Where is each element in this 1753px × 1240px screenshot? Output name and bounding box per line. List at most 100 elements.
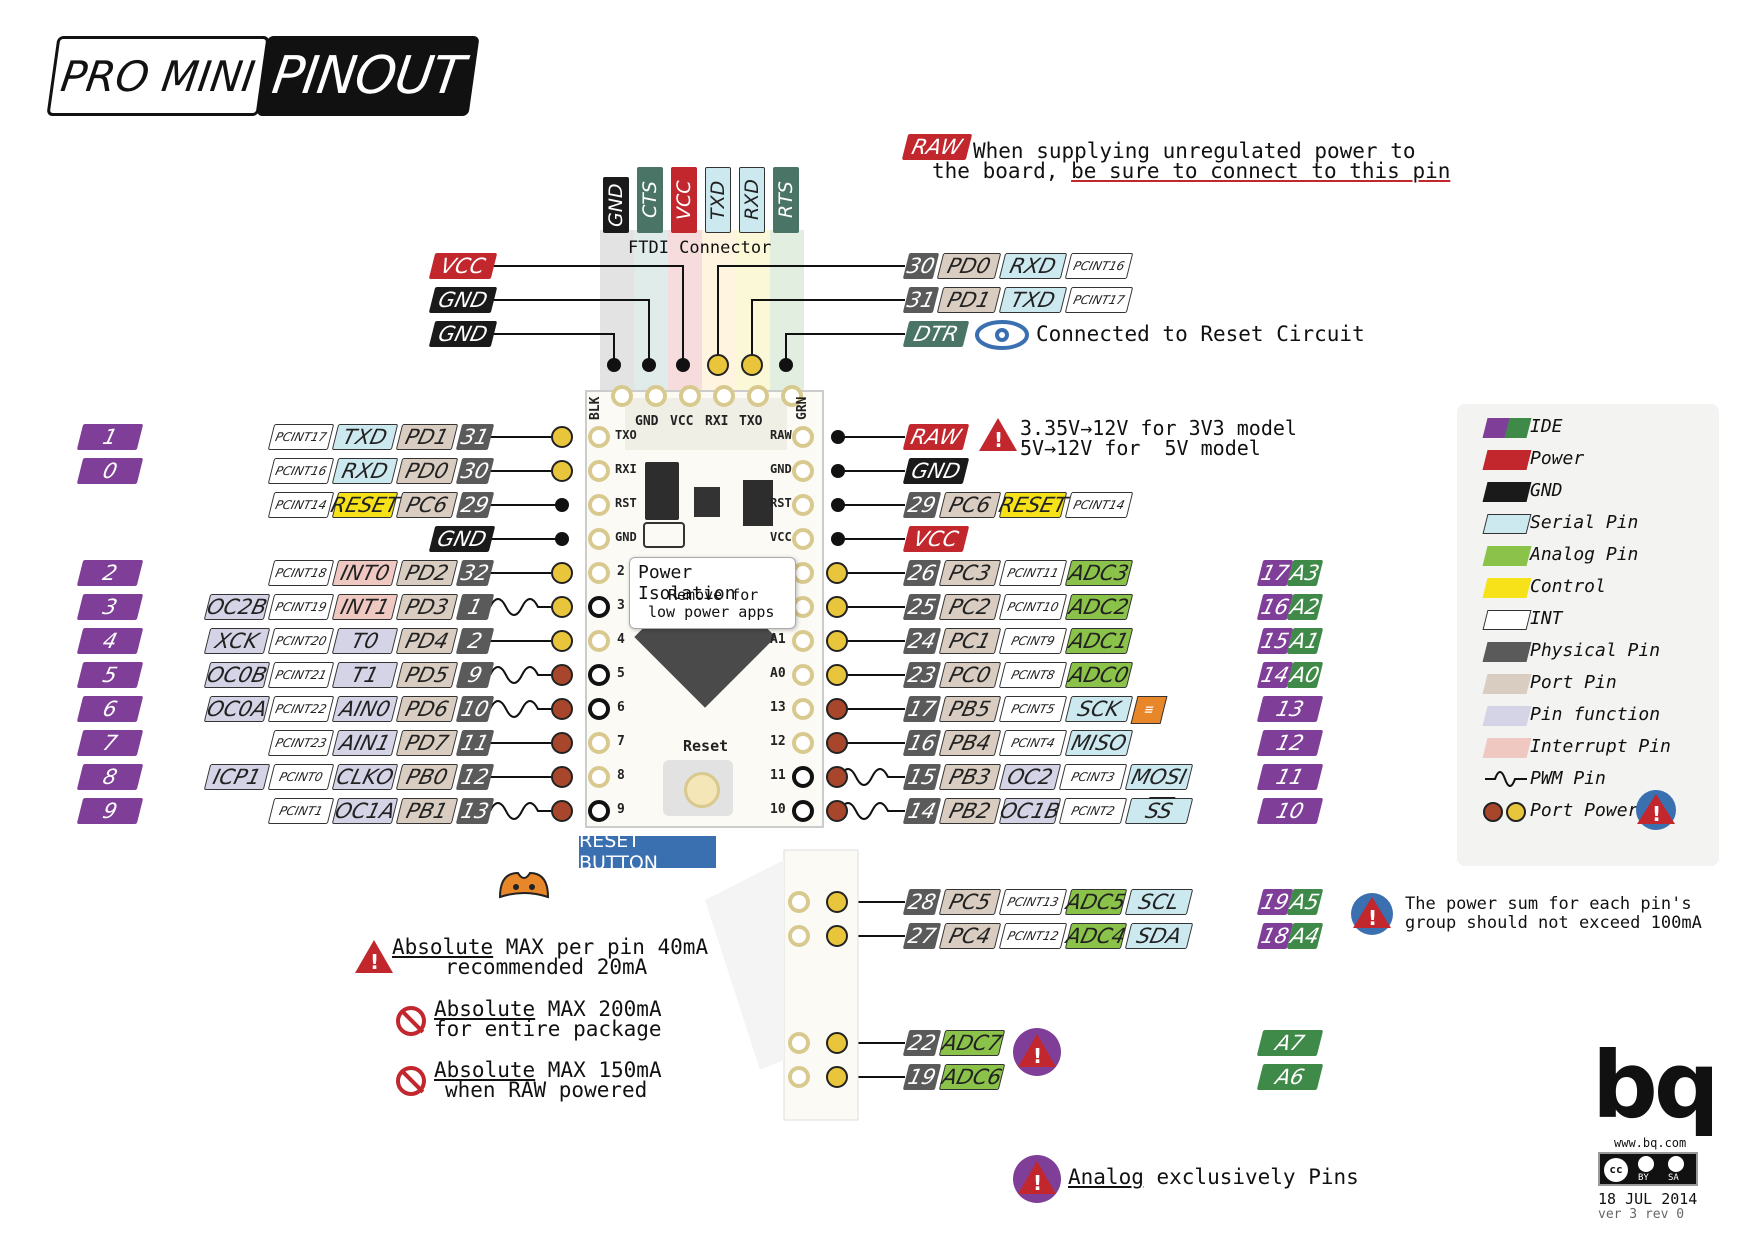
pin-left-2	[588, 562, 610, 584]
power-sum-warning-icon	[1353, 897, 1391, 928]
left-r2-port: PD0	[395, 458, 459, 484]
power-sum-warning-mark: !	[1368, 906, 1378, 930]
board-right-label-gnd: GND	[770, 462, 792, 476]
board-left-label-gnd: GND	[615, 530, 637, 544]
power-isolation-title: Power Isolation	[638, 562, 736, 604]
left-r9-port: PD6	[395, 696, 459, 722]
ftdi-pin-gnd: GND	[603, 177, 629, 233]
lower-r3-phy: 22	[902, 1030, 942, 1056]
right-r3-port: PC6	[938, 492, 1002, 518]
left-r6-interrupt: INT1	[331, 594, 399, 620]
left-r9-fn2: AIN0	[331, 696, 399, 722]
board-left-label-3: 3	[617, 598, 625, 613]
pin-lower-a5	[788, 891, 810, 913]
board-left-label-6: 6	[617, 700, 625, 715]
right-r7-port: PC1	[938, 628, 1002, 654]
left-r10-dot	[551, 732, 573, 754]
pin-left-9	[588, 800, 610, 822]
board-top-label-blk: BLK	[588, 396, 603, 420]
lower-r4-analog: ADC6	[938, 1064, 1006, 1090]
lower-r4-ide: A6	[1256, 1064, 1324, 1090]
raw-warning-mark: !	[994, 428, 1004, 452]
left-r10-fn: AIN1	[331, 730, 399, 756]
top-right-r1-serial: RXD	[998, 253, 1068, 279]
left-r11-phy: 12	[455, 764, 495, 790]
by-icon	[1638, 1156, 1654, 1172]
reset-label: Reset	[683, 737, 729, 755]
legend-panel	[1457, 404, 1719, 866]
left-r8-fn: OC0B	[203, 662, 271, 688]
board-right-label-11: 11	[770, 768, 786, 783]
top-gnd-tag-1: GND	[428, 287, 498, 313]
left-r1-dot	[551, 426, 573, 448]
legend-swatch-gnd	[1482, 482, 1532, 502]
legend-swatch-analog	[1482, 546, 1532, 566]
right-r12-ide: 10	[1256, 798, 1324, 824]
left-r8-fn2: T1	[331, 662, 399, 688]
left-r6-int: PCINT19	[267, 594, 335, 620]
lower-r2-int: PCINT12	[998, 923, 1068, 949]
board-top-label-grn: GRN	[795, 396, 810, 420]
raw-range-note-2: 5V→12V for 5V model	[1020, 436, 1261, 460]
right-r12-int: PCINT2	[1058, 798, 1128, 824]
right-r5-analog: ADC3	[1064, 560, 1134, 586]
lower-r1-port: PC5	[938, 889, 1002, 915]
left-r7-port: PD4	[395, 628, 459, 654]
right-r9-serial: SCK	[1064, 696, 1134, 722]
analog-exclusive-warning-mark: !	[1033, 1044, 1043, 1068]
board-top-label-gnd: GND	[635, 414, 659, 429]
ftdi-pin-rxd: RXD	[739, 167, 765, 233]
lower-r3-ide: A7	[1256, 1030, 1324, 1056]
top-gnd-tag-2: GND	[428, 321, 498, 347]
no-entry-icon-raw	[396, 1066, 426, 1096]
max-per-pin-warning-icon	[355, 940, 393, 973]
ftdi-dot-rxd	[741, 354, 763, 376]
left-r7-fn: XCK	[203, 628, 271, 654]
left-r7-dot	[551, 630, 573, 652]
bq-url: www.bq.com	[1614, 1136, 1687, 1150]
right-r6-port: PC2	[938, 594, 1002, 620]
pin-left-3	[588, 596, 610, 618]
right-r11-serial: MOSI	[1124, 764, 1194, 790]
legend-label-function: Pin function	[1530, 704, 1661, 725]
ide-pin-7: 7	[76, 730, 144, 756]
right-r9-dot	[826, 698, 848, 720]
pin-lower-a6	[788, 1066, 810, 1088]
left-r3-phy: 29	[455, 492, 495, 518]
right-r4-dot	[831, 532, 845, 546]
analog-note-text: Analog exclusively Pins	[1068, 1165, 1359, 1189]
left-r10-port: PD7	[395, 730, 459, 756]
right-r1-raw: RAW	[902, 424, 970, 450]
left-r5-interrupt: INT0	[331, 560, 399, 586]
ide-pin-1: 1	[76, 424, 144, 450]
legend-label-analog: Analog Pin	[1530, 544, 1639, 565]
legend-swatch-control	[1482, 578, 1532, 598]
right-r8-phy: 23	[902, 662, 942, 688]
board-right-label-a0: A0	[770, 666, 786, 681]
analog-note-warning-icon	[1018, 1161, 1056, 1194]
bq-logo: bq	[1592, 1032, 1720, 1139]
left-r12-port: PB1	[395, 798, 459, 824]
board-left-label-7: 7	[617, 734, 625, 749]
ide-pin-2: 2	[76, 560, 144, 586]
left-r1-port: PD1	[395, 424, 459, 450]
max-raw-line1: Absolute MAX 150mA	[434, 1058, 662, 1082]
left-r10-phy: 11	[455, 730, 495, 756]
board-left-label-rxi: RXI	[615, 462, 637, 476]
right-r7-analog: ADC1	[1064, 628, 1134, 654]
raw-note-line1: When supplying unregulated power to	[973, 139, 1416, 163]
cap-chip	[743, 480, 773, 526]
board-left-label-rst: RST	[615, 496, 637, 510]
lower-r1-analog: ADC5	[1063, 889, 1129, 915]
pin-left-7	[588, 732, 610, 754]
legend-swatch-power	[1482, 450, 1532, 470]
lower-r1-phy: 28	[902, 889, 942, 915]
left-r2-phy: 30	[455, 458, 495, 484]
right-r6-dot	[826, 596, 848, 618]
ide-pin-6: 6	[76, 696, 144, 722]
lower-r1-dot	[826, 891, 848, 913]
ftdi-pin-cts: CTS	[637, 167, 663, 233]
pin-top-gnd	[645, 385, 667, 407]
raw-range-note-1: 3.35V→12V for 3V3 model	[1020, 416, 1297, 440]
board-right-label-12: 12	[770, 734, 786, 749]
